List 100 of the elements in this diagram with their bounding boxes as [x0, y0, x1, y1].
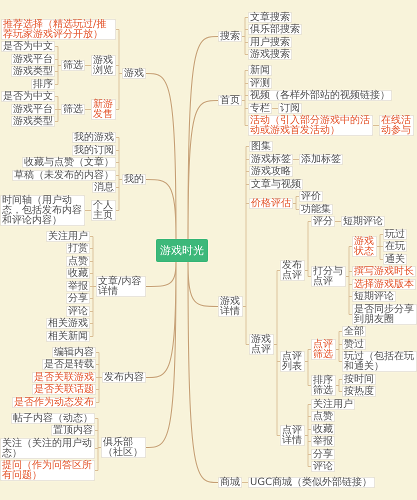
connector-line: [116, 210, 120, 211]
topic-box: 游戏详情: [218, 296, 243, 317]
topic-box: 评论: [311, 461, 335, 472]
topic-box: 相关游戏: [46, 318, 90, 329]
topic-box: 筛选: [61, 60, 85, 71]
topic-box: 我的: [122, 174, 146, 185]
branch-curve: [187, 262, 218, 484]
topic-box: 分享: [66, 293, 90, 304]
topic-box: 图集: [249, 141, 273, 152]
topic-box: 赞过: [342, 339, 366, 350]
topic-box: 时间轴（用户动态，包括发布内容和评论内容）: [0, 195, 85, 226]
connector-line: [246, 159, 250, 160]
connector-line: [96, 402, 100, 403]
topic-box: 推荐选择（精选玩过/推荐玩家游戏评分开放）: [1, 19, 116, 40]
topic-box: 游戏: [122, 68, 146, 79]
connector-line: [348, 296, 352, 297]
topic-box: 是否关联游戏: [32, 372, 96, 383]
connector-line: [118, 137, 122, 211]
topic-box: 点评筛选: [311, 339, 336, 360]
connector-line: [90, 286, 94, 287]
connector-line: [244, 83, 248, 84]
topic-box: 是否为中文: [1, 41, 55, 52]
topic-box: 发布点评: [280, 260, 305, 281]
topic-box: 评测: [248, 78, 272, 89]
topic-box: 我的订阅: [72, 145, 116, 156]
connector-line: [244, 17, 248, 18]
topic-box: 提问（作为问答区所有问题）: [0, 460, 95, 481]
connector-line: [338, 361, 342, 362]
connector-line: [94, 470, 98, 471]
topic-box: 文章与视频: [249, 179, 303, 190]
topic-box: 在玩: [383, 241, 407, 252]
connector-line: [336, 331, 340, 362]
topic-box: 评论: [66, 306, 90, 317]
topic-box: 活动（引入部分游戏中的活动或游戏首发活动）: [248, 115, 373, 136]
connector-line: [308, 385, 312, 386]
connector-line: [90, 236, 94, 237]
topic-box: 打赏: [66, 243, 90, 254]
connector-line: [90, 273, 94, 274]
connector-line: [244, 29, 248, 30]
topic-box: 发布内容: [102, 372, 146, 383]
topic-box: 关注用户: [311, 399, 355, 410]
connector-line: [94, 430, 98, 431]
topic-box: 游戏平台: [11, 54, 55, 65]
branch-curve: [146, 178, 177, 239]
topic-box: 关注用户: [46, 231, 90, 242]
connector-line: [90, 323, 94, 324]
connector-line: [348, 284, 352, 285]
connector-line: [90, 311, 94, 312]
topic-box: 文章搜索: [248, 12, 292, 23]
connector-line: [308, 276, 312, 277]
topic-box: 点评列表: [280, 351, 305, 372]
connector-line: [336, 379, 340, 392]
topic-box: 是否同步分享到朋友圈: [352, 304, 417, 325]
connector-line: [54, 96, 58, 97]
connector-line: [304, 349, 308, 386]
topic-box: 是否作为动态发布: [12, 397, 96, 408]
connector-line: [96, 389, 100, 390]
topic-box: 帖子内容（动态）: [11, 413, 95, 424]
connector-line: [246, 203, 250, 204]
topic-box: 游戏搜索: [248, 49, 292, 60]
topic-box: 收藏: [311, 424, 335, 435]
topic-box: 草稿（未发布的内容）: [12, 170, 116, 181]
topic-box: 文章/内容详情: [96, 276, 146, 297]
connector-line: [304, 404, 308, 467]
connector-line: [92, 236, 96, 337]
connector-line: [58, 96, 62, 122]
topic-box: 点赞: [311, 411, 335, 422]
connector-line: [54, 84, 58, 85]
topic-box: 打分与点评: [311, 266, 346, 287]
connector-line: [84, 210, 92, 211]
topic-box: 游戏类型: [11, 66, 55, 77]
connector-line: [90, 298, 94, 299]
connector-line: [380, 234, 384, 235]
topic-box: 是否是转载: [42, 359, 96, 370]
topic-box: 通关: [383, 254, 407, 265]
connector-line: [84, 109, 92, 110]
topic-box: 短期评论: [352, 291, 396, 302]
connector-line: [308, 221, 312, 222]
topic-box: 评价: [299, 191, 323, 202]
connector-line: [96, 377, 100, 378]
connector-line: [346, 246, 350, 315]
connector-line: [338, 379, 342, 380]
topic-box: 订阅: [278, 103, 302, 114]
connector-line: [276, 435, 280, 436]
topic-box: 首页: [218, 95, 242, 106]
connector-line: [98, 418, 102, 471]
topic-box: 新闻: [248, 65, 272, 76]
topic-box: 相关新闻: [46, 331, 90, 342]
topic-box: UGC商城（类似外部链接）: [248, 477, 375, 488]
topic-box: 排序筛选: [311, 375, 336, 396]
topic-box: 举报: [311, 436, 335, 447]
connector-line: [376, 234, 380, 260]
connector-line: [94, 418, 98, 419]
topic-box: 按时间: [342, 374, 376, 385]
topic-box: 按热度: [342, 386, 376, 397]
topic-box: 编辑内容: [52, 347, 96, 358]
connector-line: [308, 404, 312, 405]
branch-curve: [187, 100, 218, 239]
connector-line: [348, 271, 352, 272]
connector-line: [334, 221, 342, 222]
